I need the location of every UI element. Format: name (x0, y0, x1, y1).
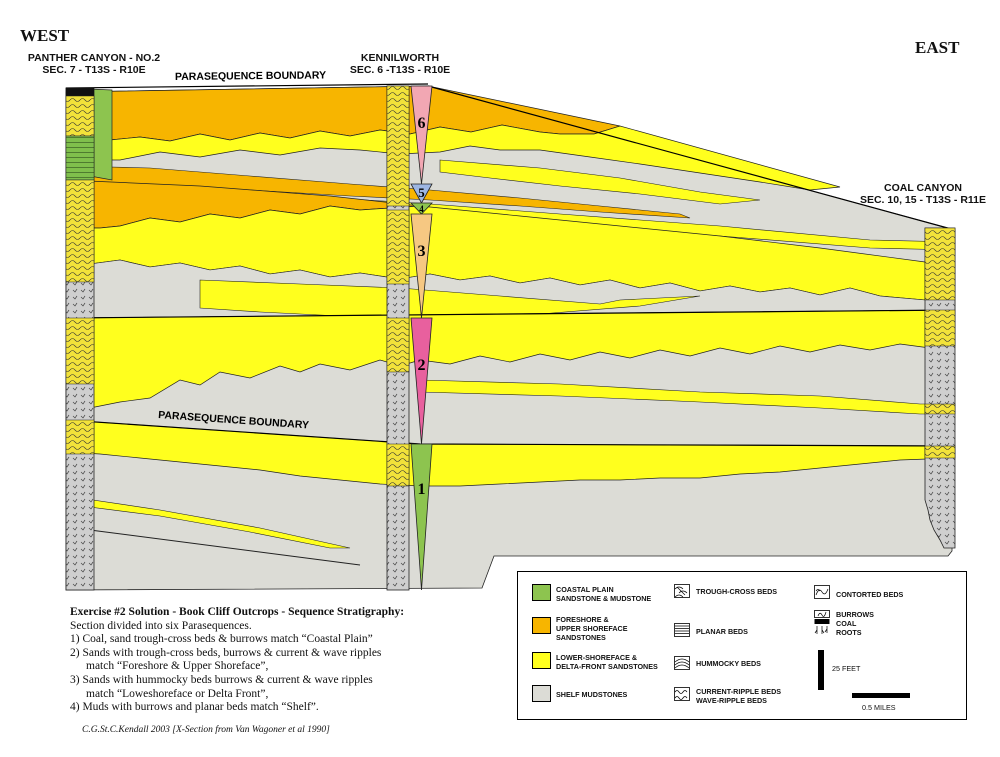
legend-text: FORESHORE & (556, 615, 609, 624)
legend-label-foreshore: FORESHORE & UPPER SHOREFACE SANDSTONES (556, 615, 628, 642)
well-location: SEC. 6 -T13S - R10E (349, 64, 451, 76)
ps6-lower-shoreface-a (65, 124, 841, 191)
notes-title: Exercise #2 Solution - Book Cliff Outcro… (70, 606, 405, 618)
wedge-ps2 (410, 317, 433, 445)
legend-swatch-foreshore (532, 617, 551, 634)
notes-line: 4) Muds with burrows and planar beds mat… (70, 701, 319, 714)
well-label-panther-canyon: PANTHER CANYON - NO.2 SEC. 7 - T13S - R1… (14, 52, 174, 76)
legend-text: LOWER-SHOREFACE & (556, 653, 638, 662)
ps6-lower-shoreface-b (439, 159, 761, 205)
notes-line: 2) Sands with trough-cross beds, burrows… (70, 646, 382, 659)
contorted-beds-icon (814, 585, 830, 599)
ps3-lower-wedge (199, 279, 701, 319)
horizontal-scale-bar (852, 693, 910, 698)
legend-label-hummocky: HUMMOCKY BEDS (696, 659, 761, 668)
panther-canyon-column (65, 87, 95, 591)
notes-line: 3) Sands with hummocky beds burrows & cu… (70, 673, 373, 686)
vertical-scale-label: 25 FEET (832, 664, 861, 673)
legend-label-contorted: CONTORTED BEDS (836, 590, 904, 599)
notes-line: Section divided into six Parasequences. (70, 619, 252, 632)
parasequence-boundary-line-upper (65, 83, 429, 89)
legend-text: ROOTS (836, 628, 862, 637)
wedge-ps6 (410, 85, 433, 185)
wedge-ps1 (410, 443, 433, 591)
notes-line: match “Loweshoreface or Delta Front”, (86, 687, 269, 700)
ps1-lower-shoreface (65, 419, 956, 487)
kennilworth-column (386, 85, 410, 591)
vertical-scale-bar (818, 650, 824, 690)
ps-number-1: 1 (418, 481, 426, 498)
legend-label-coastal-plain: COASTAL PLAIN SANDSTONE & MUDSTONE (556, 585, 651, 603)
ps2-lower-shoreface (65, 309, 956, 411)
notes-line: match “Foreshore & Upper Shoreface”, (86, 660, 269, 673)
planar-beds-icon (674, 623, 690, 637)
legend-text: COASTAL PLAIN (556, 585, 614, 594)
ps-number-5: 5 (418, 185, 425, 200)
horizontal-scale-label: 0.5 MILES (862, 703, 896, 712)
legend-text: BURROWS (836, 610, 874, 619)
legend-text: CURRENT-RIPPLE BEDS (696, 687, 782, 696)
legend-label-lower-shoreface: LOWER-SHOREFACE & DELTA-FRONT SANDSTONES (556, 653, 658, 671)
legend-text: SANDSTONE & MUDSTONE (556, 594, 652, 603)
ps-number-4: 4 (419, 204, 424, 214)
ps-number-3: 3 (418, 243, 426, 260)
legend-text: SANDSTONES (556, 633, 606, 642)
legend-label-planar: PLANAR BEDS (696, 627, 748, 636)
legend-text: COAL (836, 619, 857, 628)
ps-number-2: 2 (418, 357, 426, 374)
well-location: SEC. 10, 15 - T13S - R11E (859, 194, 987, 206)
well-location: SEC. 7 - T13S - R10E (42, 64, 146, 76)
parasequence-boundary-line-2 (65, 309, 956, 319)
wedge-ps5 (410, 183, 433, 204)
wedge-ps4 (410, 202, 433, 215)
west-heading: WEST (20, 26, 70, 45)
parasequence-boundary-line-6 (427, 85, 956, 231)
legend-box: COASTAL PLAIN SANDSTONE & MUDSTONE FORES… (517, 571, 967, 720)
legend-label-shelf: SHELF MUDSTONES (556, 690, 628, 699)
legend-text: DELTA-FRONT SANDSTONES (556, 662, 658, 671)
legend-swatch-lower-shoreface (532, 652, 551, 669)
coal-canyon-column (924, 227, 956, 549)
parasequence-boundary-label-upper: PARASEQUENCE BOUNDARY (175, 69, 326, 83)
ps1-thin-line (89, 529, 361, 566)
legend-text: UPPER SHOREFACE (556, 624, 628, 633)
exercise-notes: Exercise #2 Solution - Book Cliff Outcro… (70, 606, 510, 715)
burrows-coal-roots-icon (814, 610, 830, 634)
legend-text: WAVE-RIPPLE BEDS (696, 696, 767, 705)
ps-number-6: 6 (418, 115, 426, 132)
well-name: PANTHER CANYON - NO.2 (27, 52, 161, 64)
well-name: KENNILWORTH (360, 52, 440, 64)
ripple-beds-icon (674, 687, 690, 701)
legend-label-ripples: CURRENT-RIPPLE BEDS WAVE-RIPPLE BEDS (696, 687, 781, 705)
wedge-ps3 (410, 213, 433, 319)
well-label-coal-canyon: COAL CANYON SEC. 10, 15 - T13S - R11E (848, 182, 998, 206)
legend-swatch-shelf (532, 685, 551, 702)
credit-line: C.G.St.C.Kendall 2003 [X-Section from Va… (82, 725, 330, 735)
well-name: COAL CANYON (884, 182, 962, 194)
ps1-lower-wedge (65, 495, 351, 549)
notes-line: 1) Coal, sand trough-cross beds & burrow… (70, 633, 373, 646)
legend-label-trough: TROUGH-CROSS BEDS (696, 587, 778, 596)
hummocky-beds-icon (674, 656, 690, 670)
legend-label-burrows-coal-roots: BURROWS COAL ROOTS (836, 610, 874, 637)
trough-cross-beds-icon (674, 584, 690, 598)
legend-swatch-coastal-plain (532, 584, 551, 601)
well-label-kennilworth: KENNILWORTH SEC. 6 -T13S - R10E (330, 52, 470, 76)
east-heading: EAST (915, 38, 960, 57)
